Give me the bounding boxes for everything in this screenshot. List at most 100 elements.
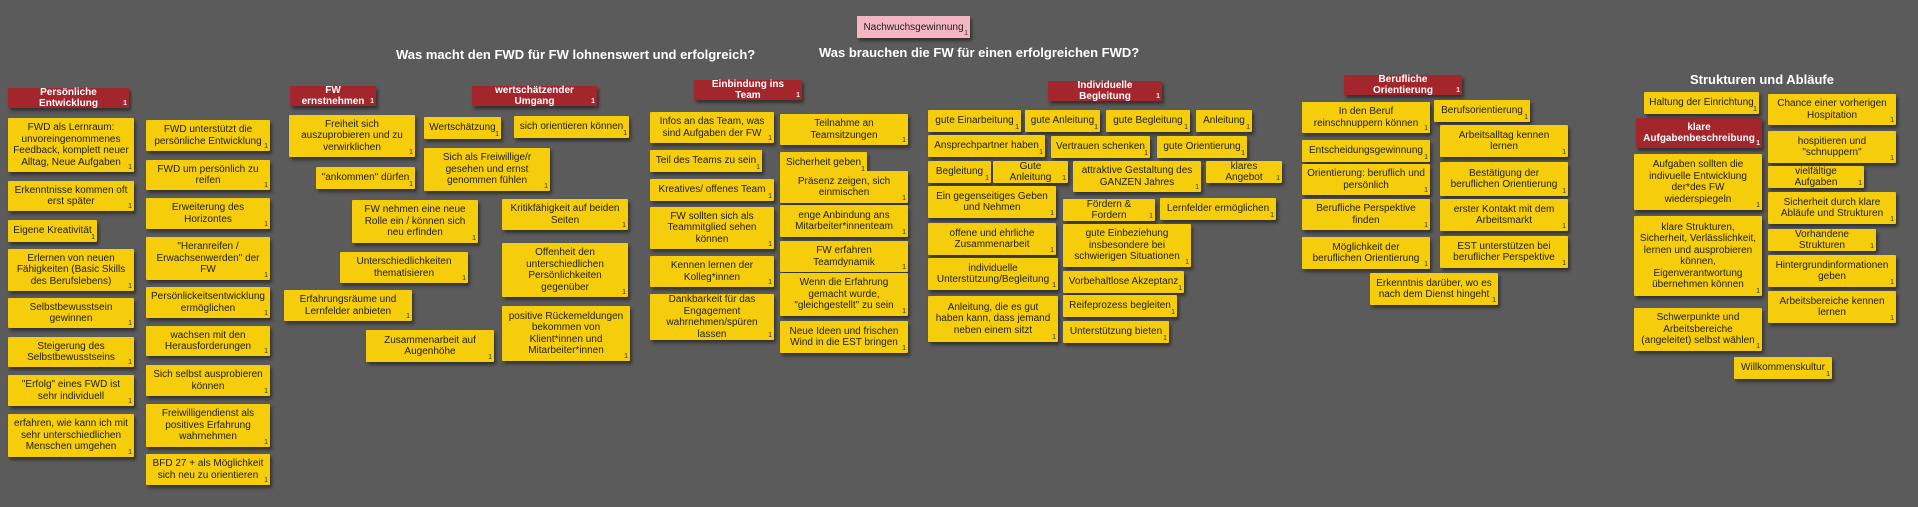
vote-count: 1 bbox=[902, 264, 906, 271]
note-text: Präsenz zeigen, sich einmischen bbox=[797, 175, 891, 199]
sticky-note[interactable]: Möglichkeit der beruflichen Orientierung… bbox=[1302, 237, 1430, 269]
sticky-note[interactable]: Anleitung, die es gut haben kann, dass j… bbox=[928, 296, 1058, 342]
sticky-note[interactable]: enge Anbindung ans Mitarbeiter*innenteam… bbox=[780, 205, 908, 237]
sticky-note[interactable]: Dankbarkeit für das Engagement wahrnehme… bbox=[650, 294, 774, 340]
sticky-note[interactable]: BFD 27 + als Möglichkeit sich neu zu ori… bbox=[146, 454, 270, 485]
sticky-note[interactable]: Erlernen von neuen Fähigkeiten (Basic Sk… bbox=[8, 249, 134, 291]
note-text: FWD unterstützt die persönliche Entwickl… bbox=[154, 124, 262, 147]
sticky-note[interactable]: klare Strukturen, Sicherheit, Verlässlic… bbox=[1634, 216, 1762, 296]
sticky-note[interactable]: Infos an das Team, was sind Aufgaben der… bbox=[650, 112, 774, 143]
sticky-note[interactable]: Offenheit den unterschiedlichen Persönli… bbox=[502, 243, 628, 297]
sticky-note[interactable]: Freiheit sich auszuprobieren und zu verw… bbox=[289, 115, 415, 157]
sticky-note[interactable]: Bestätigung der beruflichen Orientierung… bbox=[1440, 162, 1568, 196]
sticky-note[interactable]: erfahren, wie kann ich mit sehr untersch… bbox=[8, 414, 134, 457]
sticky-note[interactable]: Erkenntnis darüber, wo es nach dem Diens… bbox=[1370, 273, 1498, 305]
sticky-note[interactable]: Aufgaben sollten die indivuelle Entwickl… bbox=[1634, 154, 1762, 210]
topic-note-nachwuchsgewinnung[interactable]: Nachwuchsgewinnung 1 bbox=[857, 16, 970, 38]
sticky-note[interactable]: gute Einbeziehung insbesondere bei schwi… bbox=[1063, 224, 1191, 267]
sticky-note[interactable]: EST unterstützen bei beruflicher Perspek… bbox=[1440, 236, 1568, 268]
sticky-note[interactable]: Neue Ideen und frischen Wind in die EST … bbox=[780, 321, 908, 353]
sticky-note[interactable]: FW sollten sich als Teammitglied sehen k… bbox=[650, 207, 774, 249]
sticky-note[interactable]: FW nehmen eine neue Rolle ein / können s… bbox=[352, 200, 478, 243]
sticky-note[interactable]: FWD unterstützt die persönliche Entwickl… bbox=[146, 120, 270, 151]
sticky-note[interactable]: Freiwilligendienst als positives Erfahru… bbox=[146, 404, 270, 447]
note-text: Anleitung bbox=[1203, 115, 1245, 127]
sticky-note[interactable]: hospitieren und "schnuppern"1 bbox=[1768, 131, 1896, 163]
vote-count: 1 bbox=[591, 98, 595, 105]
vote-count: 1 bbox=[488, 354, 492, 361]
sticky-note[interactable]: Wenn die Erfahrung gemacht wurde, "gleic… bbox=[780, 273, 908, 316]
sticky-note[interactable]: Schwerpunkte und Arbeitsbereiche (angele… bbox=[1634, 308, 1762, 351]
sticky-note[interactable]: FWD als Lernraum: unvoreingenommenes Fee… bbox=[8, 118, 134, 172]
sticky-note[interactable]: Sicherheit durch klare Abläufe und Struk… bbox=[1768, 192, 1896, 224]
sticky-note[interactable]: positive Rückemeldungen bekommen von Kli… bbox=[502, 306, 630, 361]
sticky-note[interactable]: Sich als Freiwillige/r gesehen und ernst… bbox=[424, 148, 550, 191]
